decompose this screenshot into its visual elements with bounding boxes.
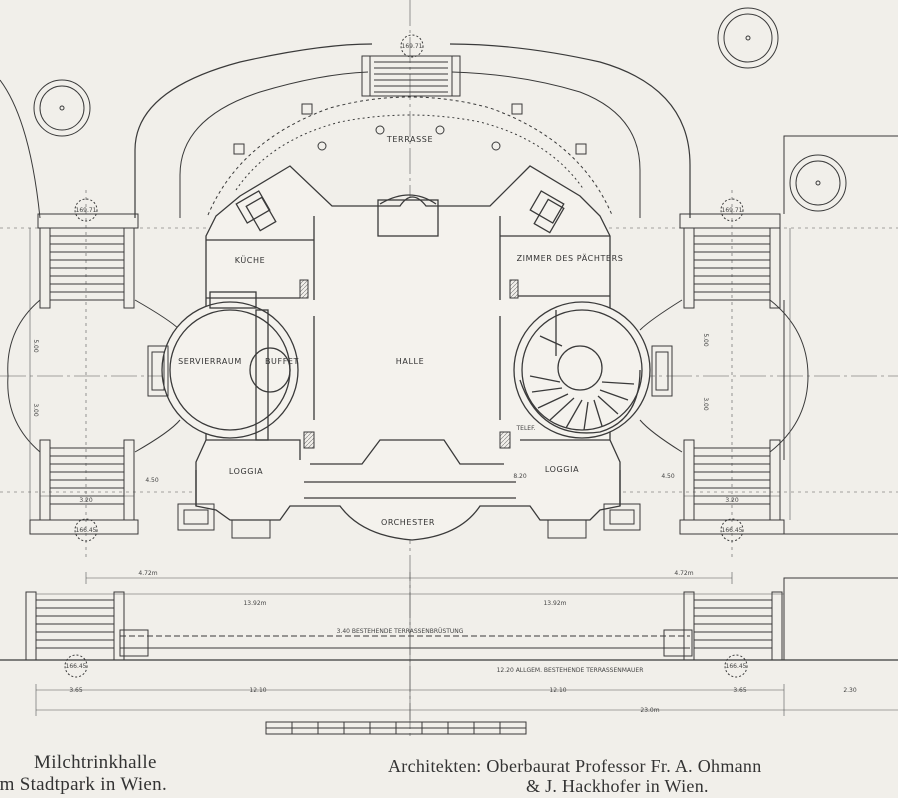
caption-title-line2: im Stadtpark in Wien. <box>0 774 167 795</box>
dim-365-left: 3.65 <box>69 687 83 694</box>
dim-1392-right: 13.92m <box>543 600 566 607</box>
dim-450-right: 4.50 <box>661 473 675 480</box>
entrance-porches <box>177 503 641 539</box>
spiral-staircase <box>513 301 651 439</box>
elev-top: 169.71 <box>402 43 423 50</box>
left-upper-stairs <box>37 198 139 309</box>
label-serving-room: SERVIERRAUM <box>178 357 242 366</box>
elev-right-bottom: 166.45 <box>722 527 743 534</box>
caption-title-line1: Milchtrinkhalle <box>34 752 157 773</box>
elev-left-top: 169.71 <box>76 207 97 214</box>
dim-365-right: 3.65 <box>733 687 747 694</box>
dim-320-left: 3.20 <box>79 497 93 504</box>
label-loggia-right: LOGGIA <box>545 465 579 474</box>
dim-820: 8.20 <box>513 473 527 480</box>
dim-472-left: 4.72m <box>138 570 157 577</box>
dim-300-left: 3.00 <box>32 403 39 417</box>
terrace-pillars <box>233 103 587 155</box>
label-buffet: BUFFET <box>265 357 299 366</box>
left-side-terrace <box>7 299 41 453</box>
elev-left-lower: 166.45 <box>66 663 87 670</box>
dim-500-left: 5.00 <box>32 339 39 353</box>
label-terrace: TERRASSE <box>386 135 433 144</box>
elev-right-top: 169.71 <box>722 207 743 214</box>
label-orchestra: ORCHESTER <box>381 518 435 527</box>
caption-architects-line1: Architekten: Oberbaurat Professor Fr. A.… <box>388 756 762 776</box>
caption-architects-line2: & J. Hackhofer in Wien. <box>526 776 709 796</box>
left-lower-stairs <box>29 439 139 542</box>
scale-bar <box>265 721 527 735</box>
dim-300-right: 3.00 <box>702 397 709 411</box>
dim-terrace-existing: 3.40 BESTEHENDE TERRASSENBRÜSTUNG <box>337 628 464 635</box>
dim-23: 23.0m <box>640 707 659 714</box>
label-kitchen: KÜCHE <box>235 255 266 265</box>
label-telephone: TELEF. <box>516 425 536 432</box>
lower-terrace <box>0 591 898 678</box>
top-stairs <box>361 34 461 97</box>
dim-320-right: 3.20 <box>725 497 739 504</box>
label-tenant-room: ZIMMER DES PÄCHTERS <box>517 253 624 263</box>
dim-1210-right: 12.10 <box>549 687 566 694</box>
tree-symbols <box>33 7 847 212</box>
label-loggia-left: LOGGIA <box>229 467 263 476</box>
elev-right-lower: 166.45 <box>726 663 747 670</box>
dim-472-right: 4.72m <box>674 570 693 577</box>
label-hall: HALLE <box>396 357 424 366</box>
garden-boundary <box>134 43 691 218</box>
right-upper-stairs <box>679 198 781 309</box>
terrace-outline <box>207 96 613 216</box>
right-lower-stairs <box>679 439 785 542</box>
serving-room-rotunda <box>161 291 299 441</box>
dim-450-left: 4.50 <box>145 477 159 484</box>
dim-1210-left: 12.10 <box>249 687 266 694</box>
dim-230: 2.30 <box>843 687 857 694</box>
dim-terrace-new: 12.20 ALLGEM. BESTEHENDE TERRASSENMAUER <box>497 667 644 674</box>
right-side-terrace <box>769 299 809 453</box>
dim-1392-left: 13.92m <box>243 600 266 607</box>
elev-left-bottom: 166.45 <box>76 527 97 534</box>
dim-500-right: 5.00 <box>702 333 709 347</box>
building-walls <box>195 165 621 541</box>
